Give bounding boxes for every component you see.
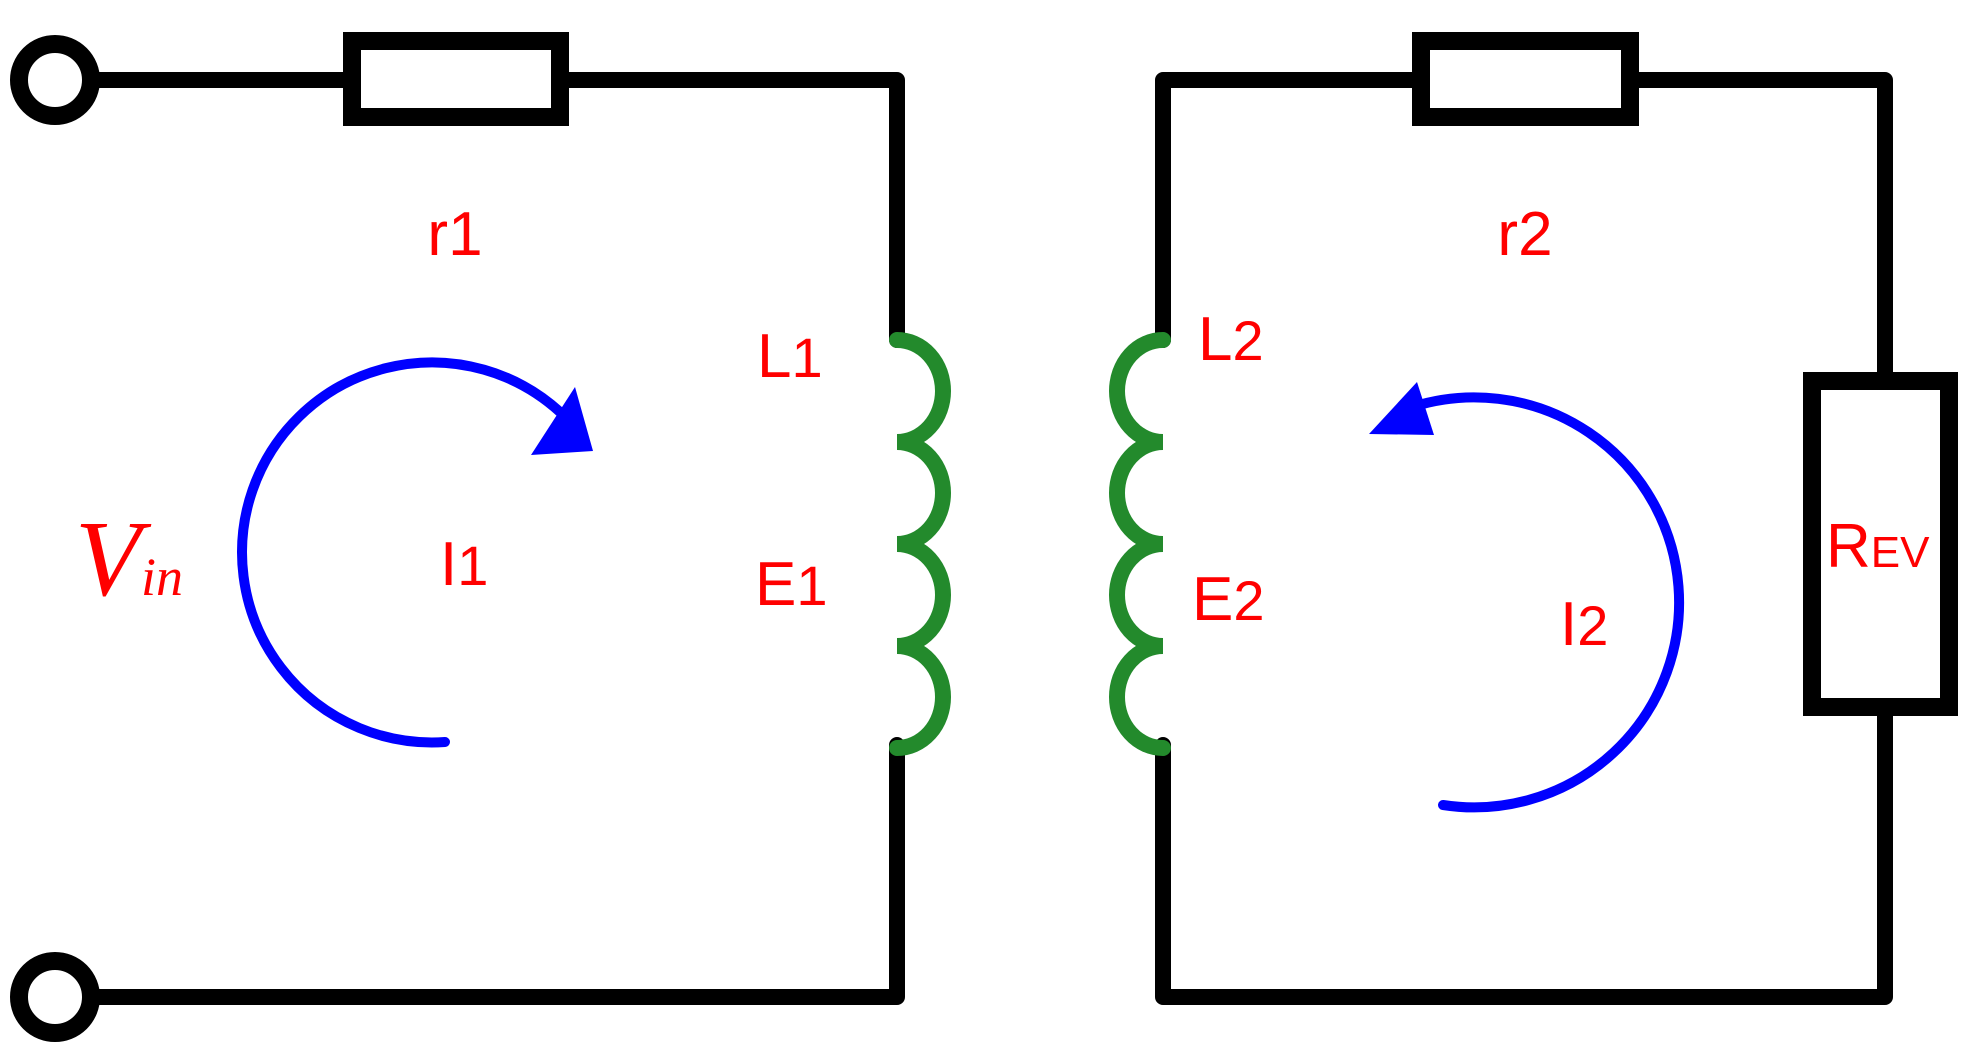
label-rev: REV: [1826, 512, 1930, 581]
current-loop-i2: [1369, 382, 1685, 813]
label-i1-sub: 1: [457, 534, 488, 597]
current-arrow-i2: [1407, 392, 1685, 813]
secondary-circuit: [1109, 32, 1958, 1005]
label-i1: I1: [440, 530, 488, 599]
resistor-r2: [1412, 32, 1639, 126]
label-i2-main: I: [1560, 590, 1577, 659]
labels: r1 r2 L1 L2 E1 E2 I1 I2 REV Vin: [75, 200, 1930, 659]
label-r2: r2: [1497, 200, 1552, 269]
label-e2-main: E: [1192, 565, 1233, 634]
label-i1-main: I: [440, 530, 457, 599]
label-rev-main: R: [1826, 512, 1871, 581]
label-rev-sub: EV: [1871, 528, 1930, 577]
resistor-r1: [343, 32, 569, 126]
input-terminal-bottom: [10, 952, 100, 1042]
label-e1-sub: 1: [796, 554, 827, 617]
label-vin: Vin: [75, 500, 183, 619]
arrowhead-i1-icon: [531, 387, 593, 455]
label-r1: r1: [427, 200, 482, 269]
label-vin-sub: in: [141, 547, 183, 607]
primary-bottom-wire: [82, 737, 905, 1005]
secondary-top-wire: [1155, 72, 1893, 380]
label-l2-main: L: [1198, 305, 1232, 374]
primary-top-wire: [82, 72, 905, 348]
label-e1: E1: [755, 550, 828, 619]
label-i2: I2: [1560, 590, 1608, 659]
label-l1-main: L: [757, 322, 791, 391]
label-l1-sub: 1: [791, 326, 822, 389]
label-e1-main: E: [755, 550, 796, 619]
label-e2-sub: 2: [1233, 569, 1264, 632]
current-arrow-i1: [237, 357, 565, 748]
inductor-l1: [889, 332, 951, 756]
input-terminal-top: [10, 35, 100, 125]
label-l2: L2: [1198, 305, 1264, 374]
label-l1: L1: [757, 322, 823, 391]
label-e2: E2: [1192, 565, 1265, 634]
resistor-rev: [1803, 372, 1958, 716]
label-i2-sub: 2: [1577, 594, 1608, 657]
secondary-bottom-wire: [1155, 690, 1893, 1005]
label-vin-main: V: [75, 500, 152, 619]
primary-circuit: [10, 32, 951, 1042]
arrowhead-i2-icon: [1369, 382, 1434, 435]
inductor-l2: [1109, 332, 1171, 756]
current-loop-i1: [237, 357, 593, 748]
label-l2-sub: 2: [1232, 309, 1263, 372]
